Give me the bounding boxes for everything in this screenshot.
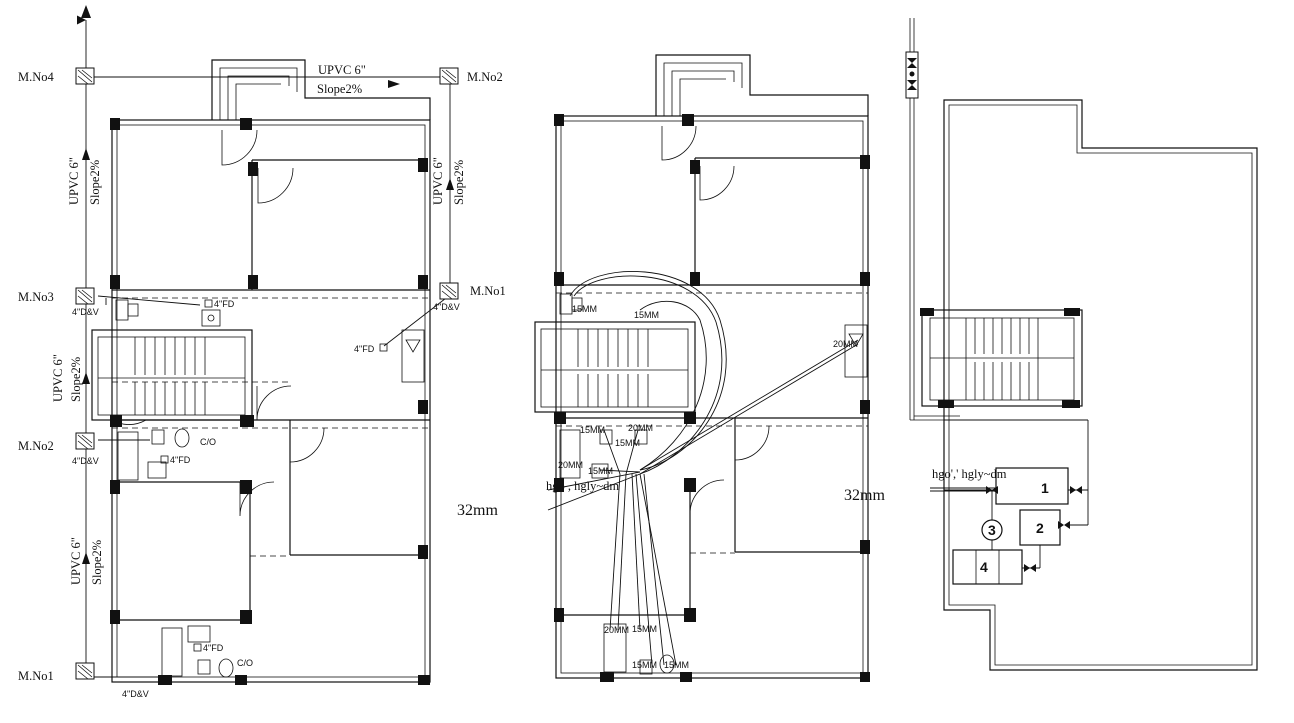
slope-label-top: Slope2% — [317, 82, 362, 96]
middle-staircase — [534, 321, 696, 413]
tank-3 — [981, 519, 1003, 541]
manhole-label-2: M.No2 — [467, 70, 503, 84]
tank-2-number: 2 — [1036, 520, 1044, 536]
pipe-size-label: 20MM — [628, 423, 653, 433]
slope-label-left-top: Slope2% — [88, 160, 102, 205]
manhole-label-4: M.No4 — [18, 70, 55, 84]
manhole — [75, 287, 95, 305]
pipe-size-label: 15MM — [572, 304, 597, 314]
upvc-label-top: UPVC 6" — [318, 63, 366, 77]
pipe-size-label: 15MM — [632, 624, 657, 634]
fd-label: 4"FD — [203, 643, 224, 653]
dv-label: 4"D&V — [433, 302, 460, 312]
roof-outline — [943, 99, 1258, 671]
dv-label: 4"D&V — [72, 456, 99, 466]
size-label-right: 32mm — [844, 487, 885, 504]
pipe-size-label: 15MM — [615, 438, 640, 448]
upvc-label-left-bottom: UPVC 6" — [69, 537, 83, 585]
tank-3-number: 3 — [988, 522, 996, 538]
tank-1 — [995, 467, 1069, 505]
pipe-size-label: 15MM — [580, 425, 605, 435]
co-label: C/O — [200, 437, 216, 447]
left-building-outline — [111, 119, 431, 683]
roof-staircase — [921, 309, 1083, 407]
upvc-label-left-mid: UPVC 6" — [51, 354, 65, 402]
upvc-label-left-top: UPVC 6" — [67, 157, 81, 205]
left-stair-tower — [211, 59, 431, 120]
pipe-size-label: 15MM — [634, 310, 659, 320]
water-supply-plan: 15MM 15MM 20MM 15MM 20MM 15MM 20MM 15MM … — [534, 54, 885, 682]
manhole — [439, 67, 459, 85]
slope-label-right: Slope2% — [452, 160, 466, 205]
tank-text-middle: hgo , hgly~dm — [546, 479, 619, 493]
manhole — [75, 662, 95, 680]
fd-label: 4"FD — [354, 344, 375, 354]
pipe-size-label: 20MM — [558, 460, 583, 470]
tank-4 — [952, 549, 1023, 585]
slope-label-left-mid: Slope2% — [69, 357, 83, 402]
dv-label: 4"D&V — [72, 307, 99, 317]
manhole-label-3: M.No3 — [18, 290, 54, 304]
manhole-label-1: M.No1 — [18, 669, 54, 683]
manhole — [75, 67, 95, 85]
pipe-size-label: 20MM — [604, 625, 629, 635]
left-staircase — [91, 329, 253, 421]
tank-4-number: 4 — [980, 559, 988, 575]
pipe-size-label: 15MM — [588, 466, 613, 476]
size-label-left: 32mm — [457, 502, 498, 519]
dv-label: 4"D&V — [122, 689, 149, 699]
pipe-size-label: 20MM — [833, 339, 858, 349]
manhole-label-1-right: M.No1 — [470, 284, 506, 298]
middle-stair-tower — [655, 54, 869, 116]
manhole — [439, 282, 459, 300]
fd-label: 4"FD — [170, 455, 191, 465]
roof-tank-plan: 1 2 3 4 hgo',' hgly~dm — [905, 18, 1258, 671]
pipe-size-label: 15MM — [632, 660, 657, 670]
middle-building-outline — [555, 115, 869, 679]
tank-1-number: 1 — [1041, 480, 1049, 496]
co-label: C/O — [237, 658, 253, 668]
pipe-size-label: 15MM — [664, 660, 689, 670]
drainage-plan: 4"FD 4"FD 4"FD 4"FD C/O C/O — [18, 5, 506, 699]
upvc-label-right: UPVC 6" — [431, 157, 445, 205]
fd-label: 4"FD — [214, 299, 235, 309]
manhole-label-2-left: M.No2 — [18, 439, 54, 453]
slope-label-left-bottom: Slope2% — [90, 540, 104, 585]
manhole — [75, 432, 95, 450]
tank-text-right: hgo',' hgly~dm — [932, 467, 1007, 481]
